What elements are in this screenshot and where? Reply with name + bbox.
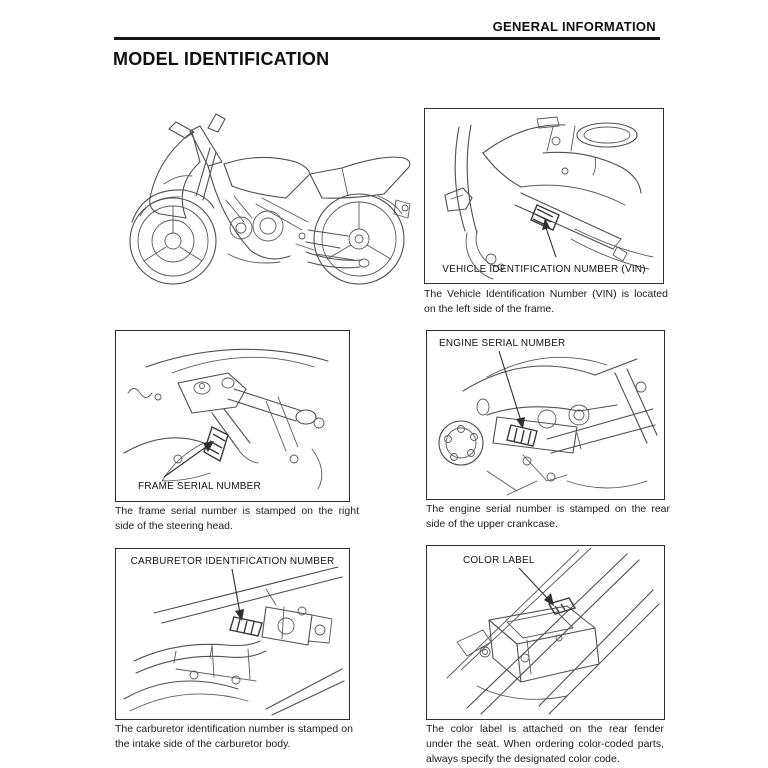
figure-panel-frame-serial: FRAME SERIAL NUMBER xyxy=(115,330,350,502)
page-title: MODEL IDENTIFICATION xyxy=(113,49,330,69)
frame-serial-figure-label: FRAME SERIAL NUMBER xyxy=(138,481,261,492)
vin-location-drawing xyxy=(444,116,654,280)
figure-panel-vin: VEHICLE IDENTIFICATION NUMBER (VIN) xyxy=(424,108,664,284)
carburetor-id-drawing xyxy=(123,566,345,716)
color-label-caption: The color label is attached on the rear … xyxy=(426,723,664,765)
motorcycle-side-view-drawing xyxy=(129,113,411,285)
frame-serial-drawing xyxy=(123,348,329,490)
figure-motorcycle-overview xyxy=(110,104,424,294)
color-label-drawing xyxy=(446,547,660,715)
frame-serial-caption: The frame serial number is stamped on th… xyxy=(115,505,359,532)
figure-panel-color-label: COLOR LABEL xyxy=(426,545,665,720)
page-header: GENERAL INFORMATION xyxy=(492,19,656,34)
figure-panel-carburetor-id: CARBURETOR IDENTIFICATION NUMBER xyxy=(115,548,350,720)
color-label-figure-label: COLOR LABEL xyxy=(463,555,535,566)
header-rule xyxy=(114,37,660,40)
engine-serial-figure-label: ENGINE SERIAL NUMBER xyxy=(439,338,566,349)
vin-caption: The Vehicle Identification Number (VIN) … xyxy=(424,288,668,315)
carburetor-id-figure-label: CARBURETOR IDENTIFICATION NUMBER xyxy=(130,556,335,567)
engine-serial-caption: The engine serial number is stamped on t… xyxy=(426,503,670,530)
carburetor-id-caption: The carburetor identification number is … xyxy=(115,723,353,750)
engine-serial-drawing xyxy=(438,350,658,496)
vin-figure-label: VEHICLE IDENTIFICATION NUMBER (VIN) xyxy=(442,264,646,275)
figure-panel-engine-serial: ENGINE SERIAL NUMBER xyxy=(426,330,665,500)
